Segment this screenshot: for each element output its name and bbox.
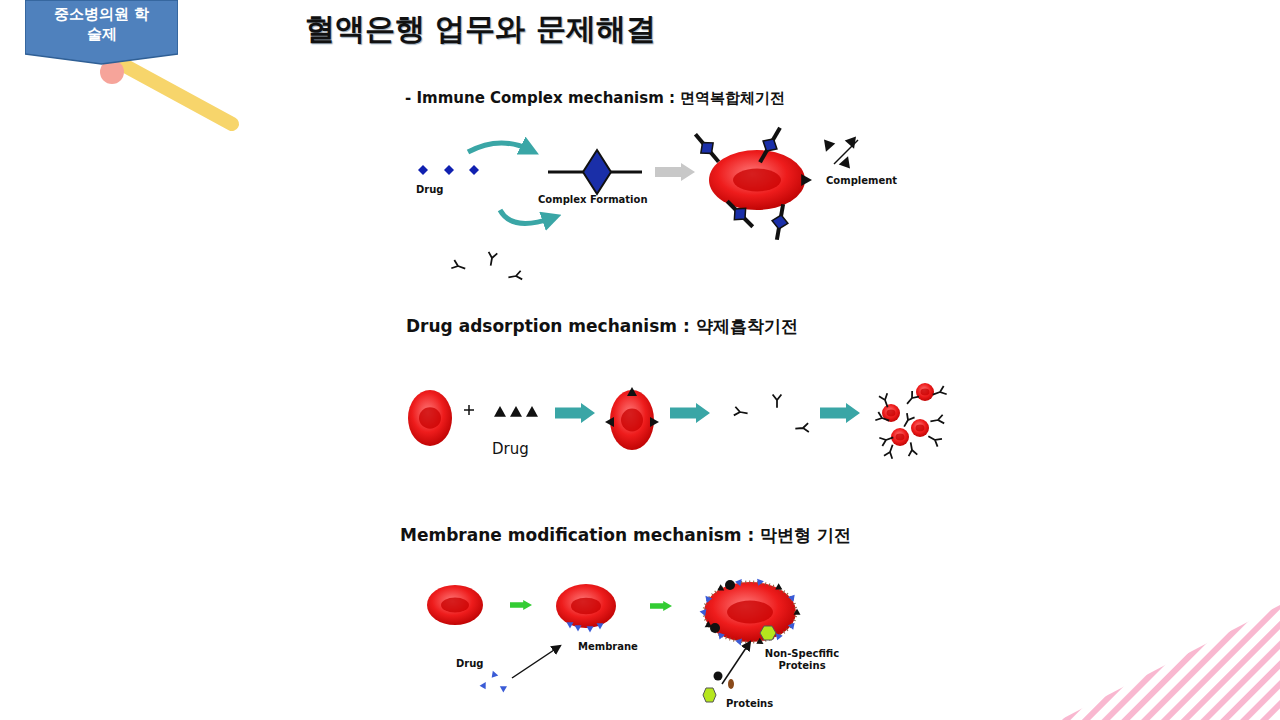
drug-diamond (469, 165, 479, 175)
drug-triangle (605, 417, 614, 427)
antibody-symbol (734, 407, 749, 418)
protein-label: Proteins (726, 698, 773, 710)
drug-triangle (494, 406, 506, 417)
antibody-symbol (926, 432, 942, 446)
pointer-arrow (722, 642, 750, 684)
red-blood-cell (709, 150, 805, 210)
complement-line (834, 140, 858, 164)
antibody-symbol (795, 423, 809, 433)
deco-stripes (1060, 605, 1280, 720)
drug-triangle (490, 670, 499, 678)
red-blood-cell (916, 383, 934, 401)
drug-triangle (575, 625, 582, 631)
protein-dot (714, 672, 723, 681)
grey-arrow (655, 163, 695, 181)
drug-triangle (788, 621, 797, 630)
antibody-symbol (906, 442, 917, 457)
badge-text: 중소병의원 학술제 (47, 0, 157, 45)
membrane-label: Membrane (578, 641, 638, 653)
drug-triangle (735, 638, 744, 646)
drug-diamond (583, 150, 611, 194)
immune-complex (722, 196, 759, 233)
drug-triangle (735, 577, 744, 586)
antibody-symbol (900, 413, 914, 429)
drug-triangle (480, 680, 489, 689)
drug-triangle (776, 632, 783, 640)
red-blood-cell (704, 582, 796, 642)
plus-sign (464, 405, 474, 415)
drug-triangle (510, 406, 522, 417)
antibody-symbol (875, 412, 890, 425)
drug-triangle (699, 608, 706, 616)
section-heading: Drug adsorption mechanism : 약제흡착기전 (406, 317, 798, 337)
antibody-symbol (884, 443, 897, 458)
antibody-symbol (930, 415, 945, 426)
antibody-symbol (931, 386, 946, 399)
immune-complex (769, 203, 791, 241)
process-arrow (670, 403, 710, 423)
immune-complex (689, 129, 724, 167)
protein-dot (710, 623, 720, 633)
red-blood-cell (891, 428, 909, 446)
antibody-symbol (451, 260, 466, 273)
protein-dot (728, 679, 734, 689)
antibody-symbol (486, 252, 497, 267)
modified-membrane (704, 582, 796, 642)
drug-triangle (801, 174, 812, 186)
drug-triangle (716, 632, 725, 640)
process-arrow (820, 403, 860, 423)
protein-hexagon (703, 688, 716, 702)
antibody-symbol (879, 393, 892, 408)
drug-triangle (500, 683, 509, 692)
immune-complex (753, 124, 787, 167)
drug-label: Drug (416, 184, 444, 196)
drug-triangle (627, 387, 637, 396)
antibody-symbol (773, 395, 782, 408)
process-arrow (555, 403, 595, 423)
red-blood-cell (427, 585, 483, 625)
protein-dot (725, 580, 735, 590)
drug-triangle (703, 594, 712, 603)
green-arrow (650, 601, 672, 611)
drug-triangle (717, 584, 724, 590)
drug-triangle (794, 609, 801, 615)
drug-triangle (587, 626, 594, 632)
drug-diamond (418, 165, 428, 175)
drug-triangle (820, 139, 835, 153)
antibody-symbol (879, 433, 894, 446)
drug-triangle (775, 583, 784, 592)
red-blood-cell (911, 419, 929, 437)
drug-diamond (444, 165, 454, 175)
drug-triangle (757, 578, 764, 586)
curved-arrow (468, 143, 530, 152)
protein-label: Non-Specfific Proteins (764, 648, 840, 671)
antibody-symbol (904, 391, 919, 407)
drug-triangle (597, 623, 604, 629)
protein-hexagon (760, 626, 776, 640)
slide-title: 혈액은행 업무와 문제해결 (305, 12, 656, 47)
drug-triangle (845, 136, 860, 150)
drug-triangle (567, 622, 574, 628)
red-blood-cell (408, 390, 452, 446)
deco-stick (118, 62, 232, 124)
drug-triangle (526, 406, 538, 417)
drug-label: Drug (456, 658, 484, 670)
green-arrow (510, 600, 532, 610)
section-heading: Membrane modification mechanism : 막변형 기전 (400, 526, 851, 546)
curved-arrow (500, 210, 552, 223)
drug-triangle (788, 595, 797, 603)
drug-triangle (650, 417, 659, 427)
complement-label: Complement (826, 175, 897, 187)
drug-label: Drug (492, 441, 529, 458)
pointer-arrow (512, 646, 560, 678)
red-blood-cell (556, 584, 616, 628)
section-heading: - Immune Complex mechanism : 면역복합체기전 (405, 90, 785, 107)
antibody-symbol (508, 271, 523, 282)
red-blood-cell (610, 390, 654, 450)
title-badge: 중소병의원 학술제 (25, 0, 178, 60)
step-label: Complex Formation (538, 194, 648, 206)
